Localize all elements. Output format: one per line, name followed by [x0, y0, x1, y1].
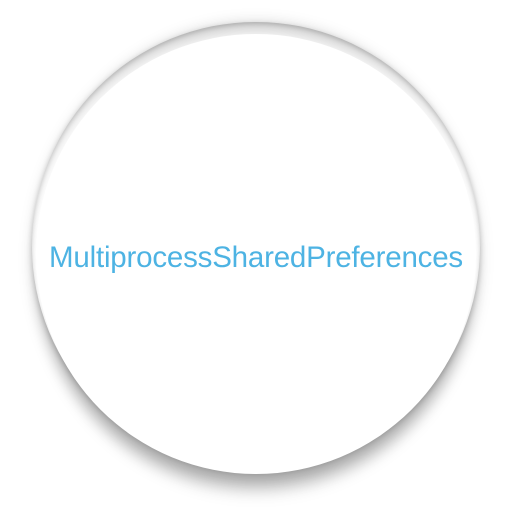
app-name-label: MultiprocessSharedPreferences	[49, 241, 463, 274]
badge-face	[36, 34, 476, 474]
